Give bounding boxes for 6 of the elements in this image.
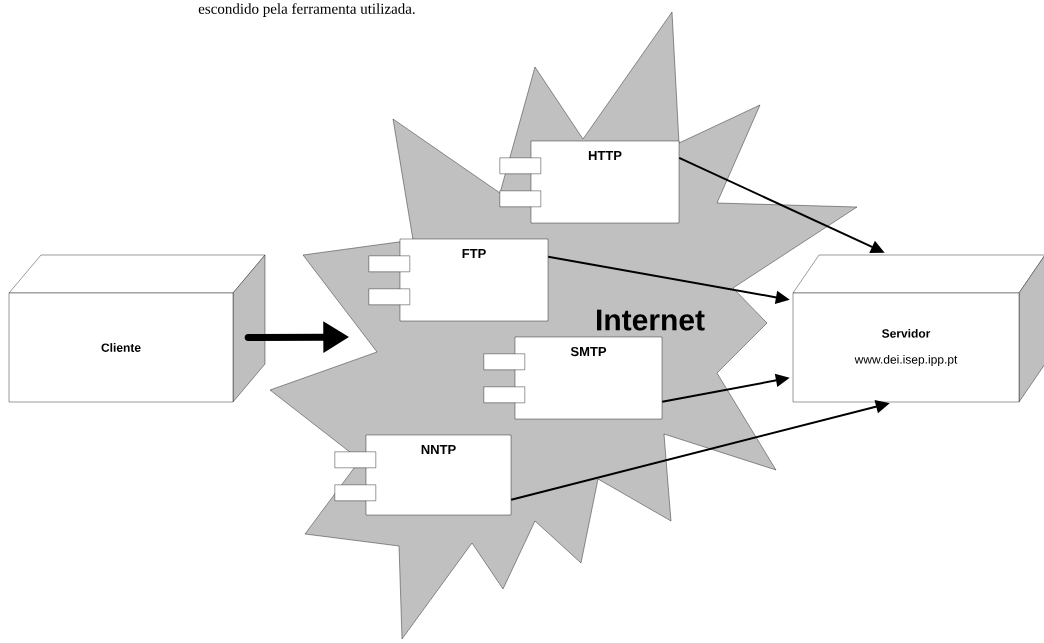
box-3d: Cliente <box>8 254 266 403</box>
box-3d: Servidor www.dei.isep.ipp.pt <box>792 254 1044 403</box>
component-box: SMTP <box>483 336 663 420</box>
component-box: NNTP <box>334 434 512 516</box>
component-box: HTTP <box>499 140 680 224</box>
component-box: FTP <box>368 238 549 322</box>
